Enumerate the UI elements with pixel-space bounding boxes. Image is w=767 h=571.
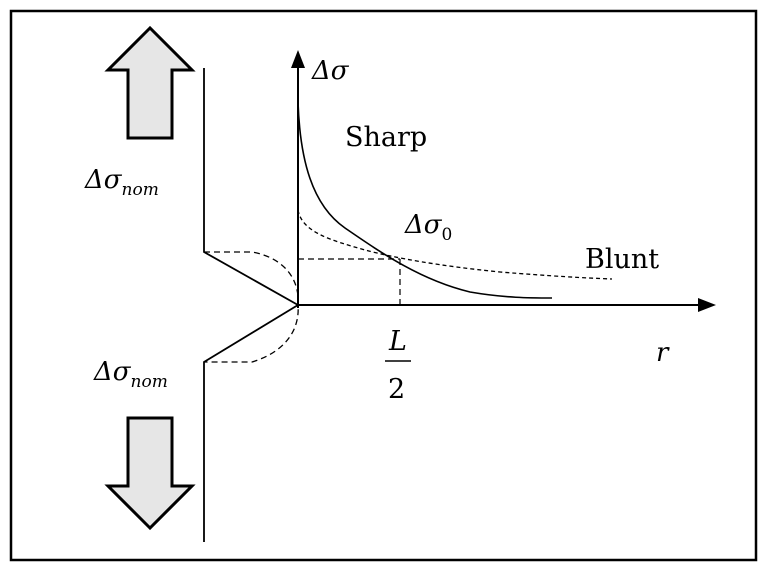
delta-sigma0-label: Δσ0 [404,210,452,245]
nominal-stress-top-label: Δσnom [84,165,159,200]
frame-border [9,9,758,562]
blunt-label: Blunt [585,244,659,275]
x-axis-arrowhead [698,298,716,312]
blunt-curve [297,209,613,280]
sharp-curve [297,101,553,299]
y-axis-arrowhead [291,50,305,68]
specimen-upper-edge [203,68,299,306]
nominal-stress-bottom-label: Δσnom [93,357,168,392]
sharp-label: Sharp [345,122,427,153]
nominal-stress-top-subscript: nom [122,180,159,200]
specimen-lower-edge [203,304,299,542]
x-axis-label: r [656,338,670,368]
L-half-numerator: L [388,326,407,357]
L-half-denominator: 2 [388,374,405,405]
arrow-up-icon [104,25,196,140]
arrow-down-icon [104,416,196,531]
nominal-stress-bottom-subscript: nom [131,372,168,392]
y-axis-label: Δσ [311,56,350,86]
blunt-notch-profile [204,251,299,363]
delta-sigma0-subscript: 0 [442,225,453,245]
